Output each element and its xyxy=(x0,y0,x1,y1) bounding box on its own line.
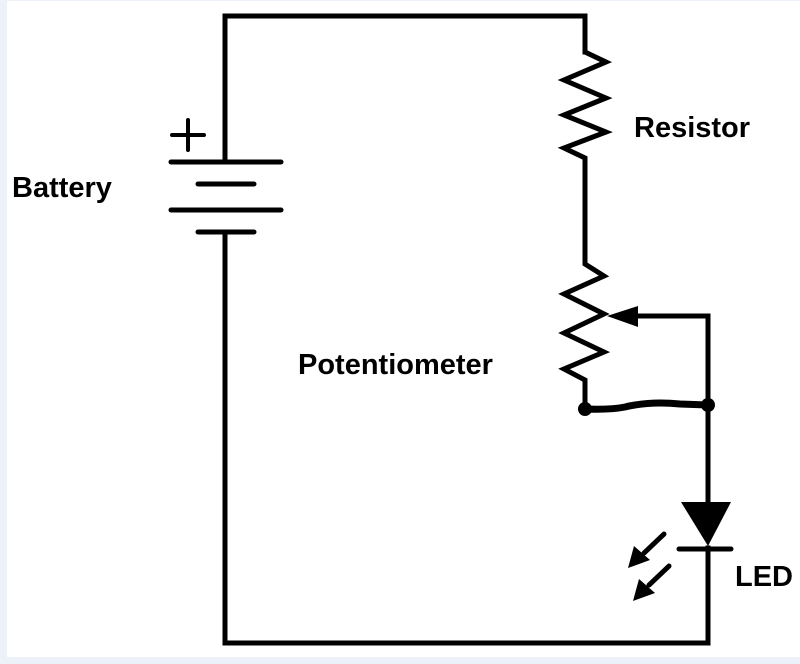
resistor-label: Resistor xyxy=(634,112,750,144)
junction-dot-right xyxy=(701,398,715,412)
battery-label: Battery xyxy=(12,172,112,204)
battery-symbol xyxy=(168,118,284,235)
led-triangle xyxy=(681,502,731,546)
potentiometer-symbol xyxy=(558,259,611,411)
wire-left-bottom xyxy=(222,229,711,646)
diagram-canvas: Battery Resistor Potentiometer LED xyxy=(7,1,800,657)
plus-icon xyxy=(170,118,206,152)
junction-dot-left xyxy=(578,402,592,416)
potentiometer-label: Potentiometer xyxy=(298,349,493,381)
resistor-symbol xyxy=(557,47,613,265)
junction-bridge xyxy=(578,398,715,416)
led-label: LED xyxy=(735,561,793,593)
wire-top xyxy=(222,13,588,165)
light-emission-arrow-icon xyxy=(633,563,672,601)
light-emission-arrow-icon xyxy=(628,531,667,568)
potentiometer-wiper-arrow xyxy=(607,306,711,505)
led-symbol xyxy=(628,502,734,601)
